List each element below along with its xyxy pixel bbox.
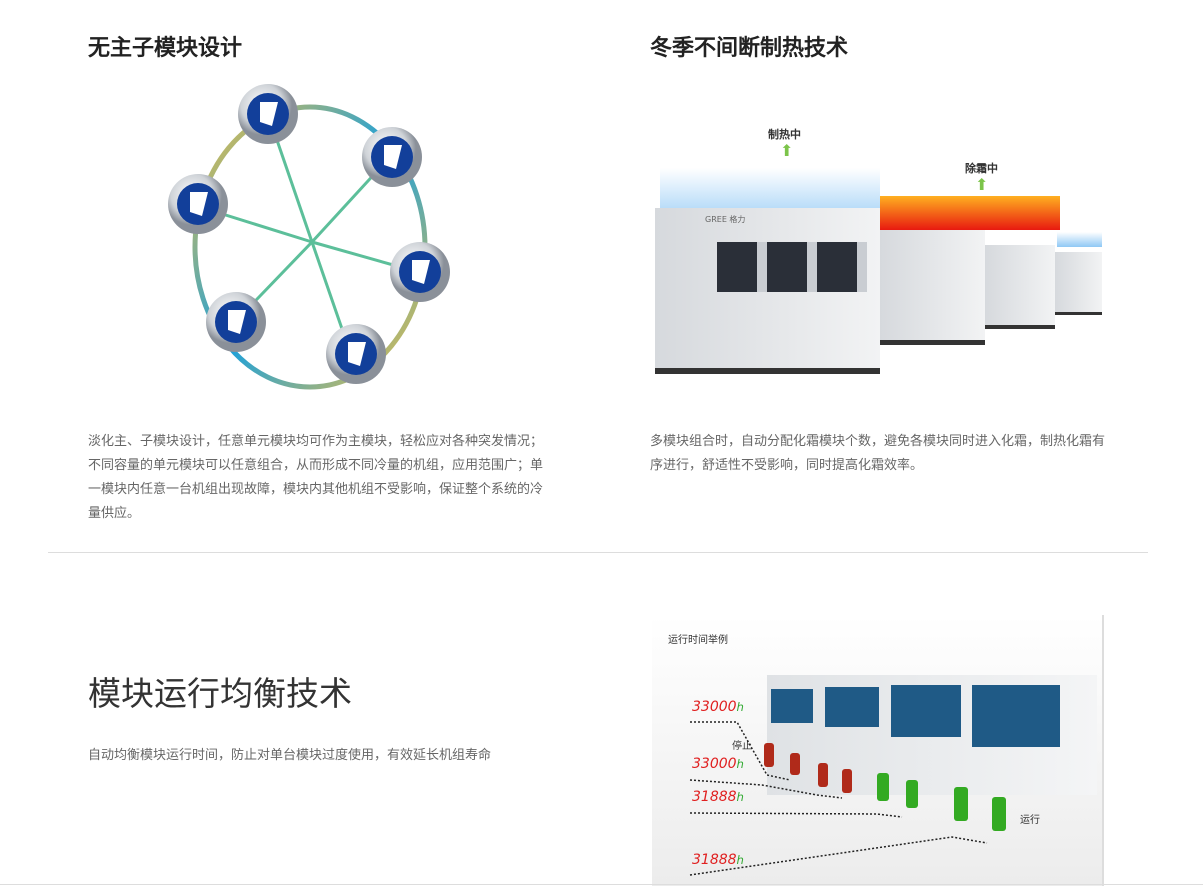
image-caption: 运行时间举例 [668, 635, 728, 646]
defrost-flow-red [880, 196, 1060, 230]
stop-label: 停止 [732, 741, 752, 752]
section3-title: 模块运行均衡技术 [88, 674, 352, 713]
chiller-module [985, 245, 1055, 329]
hours-readout: 33000h [692, 756, 744, 772]
up-arrow-icon: ⬆ [780, 141, 794, 160]
chiller-module [1055, 252, 1102, 315]
runtime-example-image: 运行时间举例 停止 运行 33000h 33000h 31888h 31888h [652, 615, 1104, 886]
chiller-row [767, 675, 1097, 795]
module-icons [168, 84, 450, 384]
section2-title: 冬季不间断制热技术 [650, 36, 849, 61]
chiller-module: GREE 格力 [655, 208, 880, 374]
module-ring-diagram [168, 84, 450, 390]
section1-description: 淡化主、子模块设计，任意单元模块均可作为主模块，轻松应对各种突发情况；不同容量的… [88, 434, 544, 521]
brand-logo: GREE 格力 [705, 215, 746, 224]
hours-readout: 33000h [692, 699, 744, 715]
hours-readout: 31888h [692, 789, 744, 805]
heating-defrost-illustration: 制热中 ⬆ 除霜中 ⬆ GREE 格力 [655, 120, 1105, 380]
heat-flow-blue [1057, 232, 1102, 247]
section-divider [48, 552, 1148, 553]
page-bottom-divider [0, 884, 1203, 885]
section1-title: 无主子模块设计 [88, 36, 243, 61]
section3-description: 自动均衡模块运行时间，防止对单台模块过度使用，有效延长机组寿命 [88, 748, 492, 763]
section2-description: 多模块组合时，自动分配化霜模块个数，避免各模块同时进入化霜，制热化霜有序进行，舒… [650, 434, 1106, 473]
heating-label: 制热中 [768, 128, 801, 141]
compressor-links [689, 721, 1006, 876]
chiller-module [880, 230, 985, 345]
up-arrow-icon: ⬆ [975, 175, 989, 194]
run-label: 运行 [1020, 815, 1040, 826]
hours-readout: 31888h [692, 852, 744, 868]
defrost-label: 除霜中 [965, 162, 998, 175]
